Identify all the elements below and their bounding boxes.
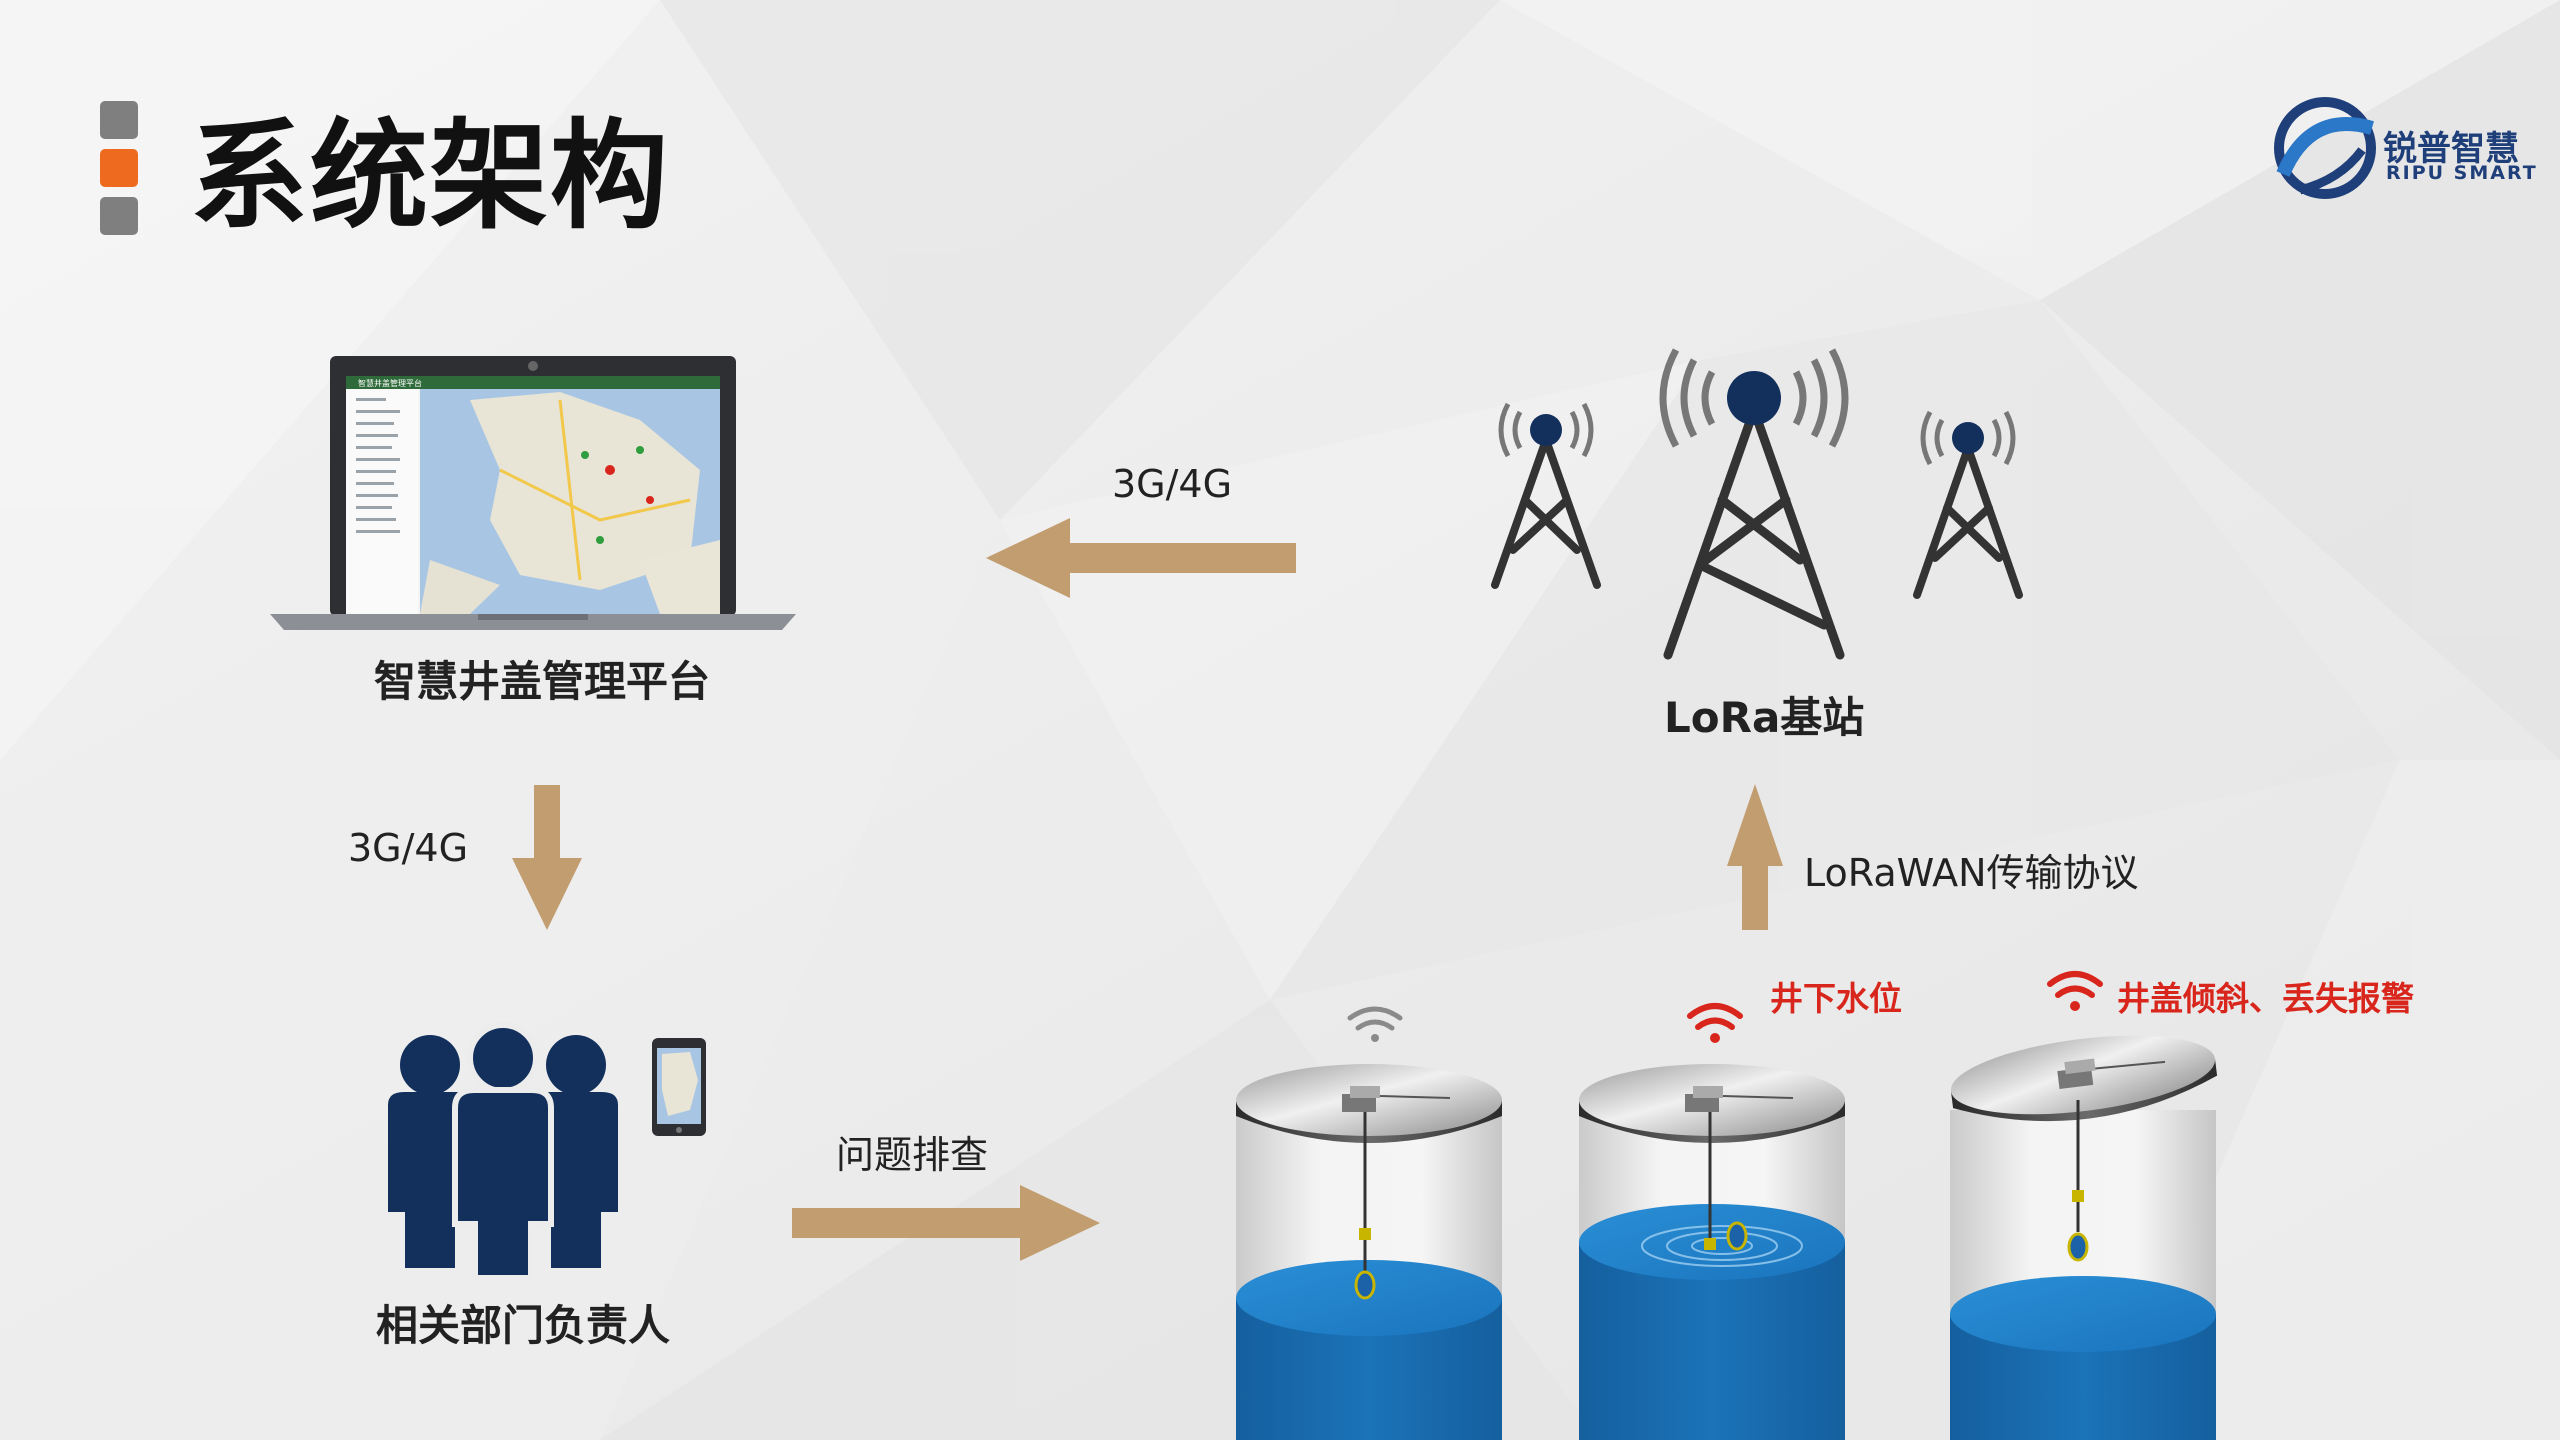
lora-tower-left-icon xyxy=(1491,436,1601,589)
arrow-people-to-manholes xyxy=(792,1185,1100,1261)
accent-square-bottom xyxy=(100,197,138,235)
brand-name: 锐普智慧 xyxy=(2383,129,2519,169)
edge-label-station-to-platform: 3G/4G xyxy=(1112,462,1233,506)
alert-tilt-lost: 井盖倾斜、丢失报警 xyxy=(2117,979,2414,1018)
ripu-logo-icon xyxy=(2274,97,2376,199)
brand-subtitle: RIPU SMART xyxy=(2386,162,2538,184)
wifi-icon-red-water xyxy=(1687,1003,1743,1043)
lora-tower-center-waves xyxy=(1659,348,1849,448)
arrow-station-to-platform xyxy=(986,518,1296,598)
manhole-2 xyxy=(1579,1064,1845,1440)
lora-tower-center-icon xyxy=(1663,405,1845,660)
manhole-3 xyxy=(1950,1035,2218,1440)
lora-tower-right-head xyxy=(1952,422,1984,454)
station-label: LoRa基站 xyxy=(1664,693,1865,742)
accent-square-middle xyxy=(100,149,138,187)
lora-tower-left-waves xyxy=(1498,402,1594,458)
laptop-screen-title: 智慧井盖管理平台 xyxy=(358,378,422,388)
platform-label: 智慧井盖管理平台 xyxy=(374,657,711,706)
arrow-platform-to-people xyxy=(512,785,582,930)
manhole-1 xyxy=(1236,1064,1502,1440)
smartphone-icon xyxy=(652,1038,706,1136)
people-label: 相关部门负责人 xyxy=(376,1301,671,1350)
lora-tower-center-head xyxy=(1727,371,1781,425)
edge-label-manholes-to-station: LoRaWAN传输协议 xyxy=(1804,851,2139,895)
page-title: 系统架构 xyxy=(190,107,671,245)
accent-square-top xyxy=(100,101,138,139)
alert-water-level: 井下水位 xyxy=(1770,979,1902,1018)
laptop-icon xyxy=(270,356,796,630)
edge-label-platform-to-people: 3G/4G xyxy=(348,826,469,870)
wifi-icon-gray xyxy=(1347,1006,1403,1042)
edge-label-people-to-manholes: 问题排查 xyxy=(836,1133,989,1177)
lora-tower-right-icon xyxy=(1913,444,2023,599)
lora-tower-left-head xyxy=(1530,414,1562,446)
wifi-icon-red-tilt xyxy=(2047,971,2103,1011)
arrow-manholes-to-station xyxy=(1727,784,1783,930)
people-group-icon xyxy=(388,1022,618,1281)
lora-tower-right-waves xyxy=(1920,410,2016,466)
